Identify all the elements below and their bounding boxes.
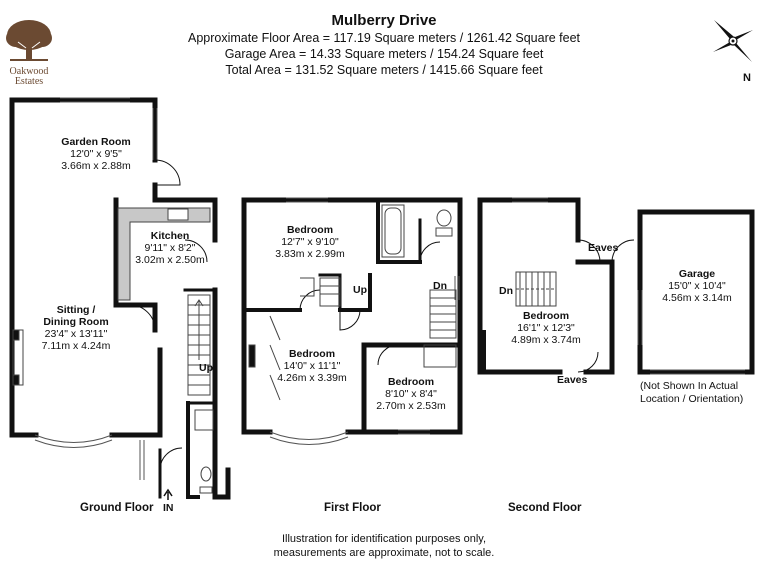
second-stairs	[515, 271, 557, 307]
second-floor-label: Second Floor	[508, 502, 582, 514]
room-bedroom-small: Bedroom 8'10" x 8'4" 2.70m x 2.53m	[376, 376, 445, 412]
disclaimer-line1: Illustration for identification purposes…	[281, 533, 486, 545]
room-bedroom-rear: Bedroom 14'0" x 11'1" 4.26m x 3.39m	[277, 348, 346, 384]
agency-logo: Oakwood Estates	[0, 18, 58, 87]
garage-area-line: Garage Area = 14.33 Square meters / 154.…	[224, 47, 544, 61]
room-imperial: 15'0" x 10'4"	[668, 280, 726, 292]
sink-icon	[167, 208, 189, 221]
room-name: Kitchen	[150, 230, 190, 242]
garage-walls	[637, 209, 755, 375]
room-kitchen: Kitchen 9'11" x 8'2" 3.02m x 2.50m	[135, 230, 204, 266]
room-metric: 7.11m x 4.24m	[41, 340, 111, 352]
room-name: Garden Room	[61, 136, 131, 148]
room-name: Bedroom	[286, 224, 334, 236]
room-metric: 3.83m x 2.99m	[275, 248, 345, 260]
room-metric: 4.56m x 3.14m	[662, 292, 732, 304]
room-name: Bedroom	[522, 310, 570, 322]
stairs-down-label-first: Dn	[433, 280, 447, 292]
room-name: Garage	[678, 268, 716, 280]
room-garage: Garage 15'0" x 10'4" 4.56m x 3.14m	[662, 268, 731, 304]
logo-name-line2: Estates	[14, 76, 44, 87]
disclaimer-line2: measurements are approximate, not to sca…	[273, 547, 495, 559]
stairs-up-label-first: Up	[353, 284, 367, 296]
second-floor-walls	[477, 197, 615, 375]
room-bedroom-loft: Bedroom 16'1" x 12'3" 4.89m x 3.74m	[511, 310, 580, 346]
garage-note-line2: Location / Orientation)	[640, 393, 744, 405]
room-imperial: 14'0" x 11'1"	[283, 360, 341, 372]
ground-floor-label: Ground Floor	[80, 502, 154, 514]
first-floor-label: First Floor	[324, 502, 381, 514]
room-metric: 4.89m x 3.74m	[511, 334, 581, 346]
room-imperial: 16'1" x 12'3"	[517, 322, 575, 334]
total-area-line: Total Area = 131.52 Square meters / 1415…	[225, 63, 543, 77]
first-stairs	[319, 277, 457, 368]
room-name-2: Dining Room	[43, 316, 109, 328]
room-imperial: 8'10" x 8'4"	[385, 388, 437, 400]
garage-note-line1: (Not Shown In Actual	[640, 380, 739, 392]
room-sitting-dining: Sitting / Dining Room 23'4" x 13'11" 7.1…	[42, 304, 111, 352]
room-bedroom-front: Bedroom 12'7" x 9'10" 3.83m x 2.99m	[275, 224, 344, 260]
ground-floor-walls	[9, 97, 231, 500]
compass-rose-icon	[708, 14, 758, 75]
disclaimer: Illustration for identification purposes…	[0, 532, 768, 560]
room-metric: 3.02m x 2.50m	[135, 254, 205, 266]
logo-name-line1: Oakwood	[9, 66, 49, 77]
room-garden-room: Garden Room 12'0" x 9'5" 3.66m x 2.88m	[61, 136, 130, 172]
stairs-down-label-second: Dn	[499, 285, 513, 297]
floor-area-line: Approximate Floor Area = 117.19 Square m…	[187, 31, 581, 45]
room-imperial: 9'11" x 8'2"	[144, 242, 196, 254]
room-metric: 3.66m x 2.88m	[61, 160, 131, 172]
kitchen-counter	[117, 207, 211, 301]
tree-icon	[6, 20, 52, 61]
compass-north-label: N	[743, 72, 751, 84]
room-imperial: 12'7" x 9'10"	[281, 236, 339, 248]
stairs-up-label-ground: Up	[199, 362, 213, 374]
room-name: Sitting /	[56, 304, 96, 316]
eaves-label-top: Eaves	[588, 242, 619, 254]
room-name: Bedroom	[387, 376, 435, 388]
eaves-label-bottom: Eaves	[557, 374, 588, 386]
entrance-label: IN	[163, 502, 174, 514]
garage-note: (Not Shown In Actual Location / Orientat…	[640, 380, 743, 406]
room-name: Bedroom	[288, 348, 336, 360]
room-imperial: 23'4" x 13'11"	[44, 328, 108, 340]
ground-stairs	[187, 294, 211, 396]
room-metric: 4.26m x 3.39m	[277, 372, 347, 384]
room-imperial: 12'0" x 9'5"	[70, 148, 122, 160]
room-metric: 2.70m x 2.53m	[376, 400, 446, 412]
plan-title: Mulberry Drive	[331, 12, 437, 29]
